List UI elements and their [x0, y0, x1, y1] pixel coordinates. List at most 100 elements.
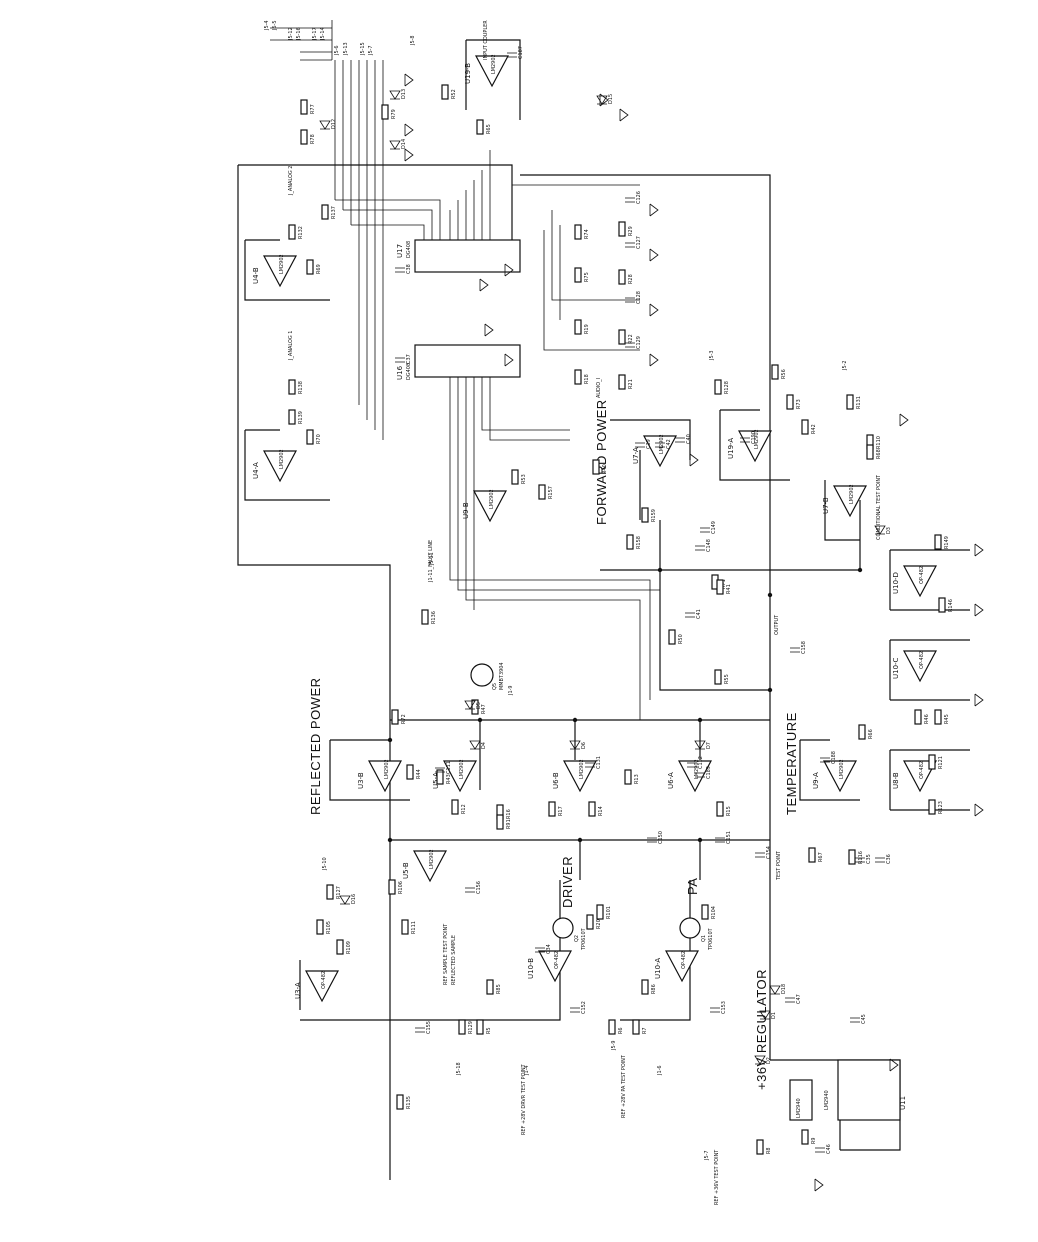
resistor-ref: R109	[346, 941, 352, 954]
resistor-r14: R14	[588, 801, 604, 817]
capacitor-c40: C40	[675, 434, 692, 444]
resistor-r116: R116	[848, 849, 864, 865]
opamp-part: LM2902	[579, 759, 585, 779]
q2-part: TP0610T	[581, 927, 587, 951]
resistor-ref: R73	[796, 399, 802, 409]
opamp-ref: U5-A	[432, 772, 440, 789]
ic-u16-label: U16	[396, 365, 404, 380]
capacitor-c158: C158	[790, 641, 807, 654]
opamp-ref: U3-B	[357, 772, 365, 789]
capacitor-c35: C35	[855, 854, 872, 864]
opamp-u8-b: U8-BOP-482	[892, 760, 937, 793]
resistor-r21: R21	[618, 374, 634, 390]
opamp-part: OP-482	[681, 951, 687, 969]
label-ref-28v-dvr: REF +28V DRVR TEST POINT	[521, 1063, 527, 1135]
connector-label: J5-15	[360, 42, 366, 56]
resistor-ref: R70	[316, 434, 322, 444]
resistor-r101: R101	[596, 904, 612, 920]
resistor-r79: R79	[381, 104, 397, 120]
resistor-ref: R105	[326, 921, 332, 934]
resistor-ref: R22	[628, 334, 634, 344]
resistor-ref: R6	[618, 1027, 624, 1034]
opamp-part: LM2902	[849, 484, 855, 504]
opamp-ref: U10-B	[527, 958, 535, 979]
capacitor-ref: C189	[706, 766, 712, 779]
q5-ref: Q5	[492, 683, 498, 690]
opamp-part: LM2902	[279, 254, 285, 274]
connector-label: J5-13	[343, 42, 349, 56]
junction-dot	[857, 567, 863, 573]
capacitor-c151: C151	[715, 831, 732, 844]
ground-icon	[974, 693, 984, 707]
capacitor-c111: C111	[435, 761, 452, 774]
resistor-ref: R65	[486, 124, 492, 134]
diode-d3: D3	[874, 525, 892, 535]
ground-icon	[889, 1058, 899, 1072]
wiring	[237, 20, 970, 1180]
resistor-r15: R15	[716, 801, 732, 817]
diode-ref: D1	[771, 1012, 777, 1019]
resistor-r86: R86	[641, 979, 657, 995]
resistor-r17: R17	[548, 801, 564, 817]
resistor-ref: R16	[506, 809, 512, 819]
diode-d1: D1	[759, 1010, 777, 1020]
capacitor-c152: C152	[570, 1001, 587, 1014]
connector-label: J5-8	[410, 35, 416, 46]
capacitor-ref: C158	[801, 641, 807, 654]
ic-u16: U16 DG408	[396, 344, 521, 380]
resistor-r75: R75	[574, 267, 590, 283]
resistor-r149: R149	[934, 534, 950, 550]
resistor-r104: R104	[701, 904, 717, 920]
capacitor-c190: C190	[740, 431, 757, 444]
capacitor-c112: C112	[687, 756, 704, 769]
q1-ref: Q1	[701, 935, 707, 942]
resistor-r67: R67	[808, 847, 824, 863]
resistor-r13: R13	[624, 769, 640, 785]
resistor-ref: R18	[584, 374, 590, 384]
diode-ref: D5	[476, 702, 482, 709]
label-j5-7: J5-7	[704, 1150, 710, 1161]
label-reflected-sample: REFLECTED SAMPLE	[451, 935, 457, 985]
ic-u1-part: LM2940	[796, 1098, 802, 1118]
resistor-ref: R104	[711, 906, 717, 919]
capacitor-ref: C47	[796, 994, 802, 1004]
resistor-r46: R46	[914, 709, 930, 725]
resistor-ref: R66	[868, 729, 874, 739]
opamp-part: OP-482	[321, 971, 327, 989]
resistor-ref: R91	[506, 819, 512, 829]
label-ref-28v-pa: REF +28V PA TEST POINT	[621, 1054, 627, 1118]
opamp-ref: U5-B	[402, 862, 410, 879]
resistor-r70: R70	[306, 429, 322, 445]
opamp-part: LM2902	[459, 759, 465, 779]
transistor-q5: Q5 MMBT3904	[470, 662, 505, 690]
ic-u11-label: U11	[899, 1096, 907, 1110]
junction-dot	[387, 837, 393, 843]
capacitor-ref: C46	[826, 1144, 832, 1154]
resistor-ref: R110	[876, 436, 882, 449]
junction-dot	[697, 837, 703, 843]
diode-d18: D18	[769, 984, 787, 995]
resistor-r146: R146	[938, 597, 954, 613]
capacitor-ref: C39	[646, 439, 652, 449]
capacitor-c131: C131	[585, 756, 602, 769]
resistor-r121: R121	[928, 754, 944, 770]
resistor-r12: R12	[451, 799, 467, 815]
label-j5-9: J5-9	[611, 1040, 617, 1051]
resistor-ref: R19	[584, 324, 590, 334]
ground-icon	[974, 803, 984, 817]
resistor-ref: R146	[948, 599, 954, 612]
resistor-ref: R41	[726, 584, 732, 594]
diode-ref: D15	[608, 94, 614, 104]
q2-ref: Q2	[574, 935, 580, 942]
diode-ref: D16	[351, 894, 357, 904]
connector-label: J5-4	[264, 20, 270, 31]
diode-d15: D15	[596, 94, 614, 105]
resistor-ref: R138	[298, 381, 304, 394]
opamp-ref: U10-D	[892, 572, 900, 594]
resistor-ref: R17	[558, 806, 564, 816]
